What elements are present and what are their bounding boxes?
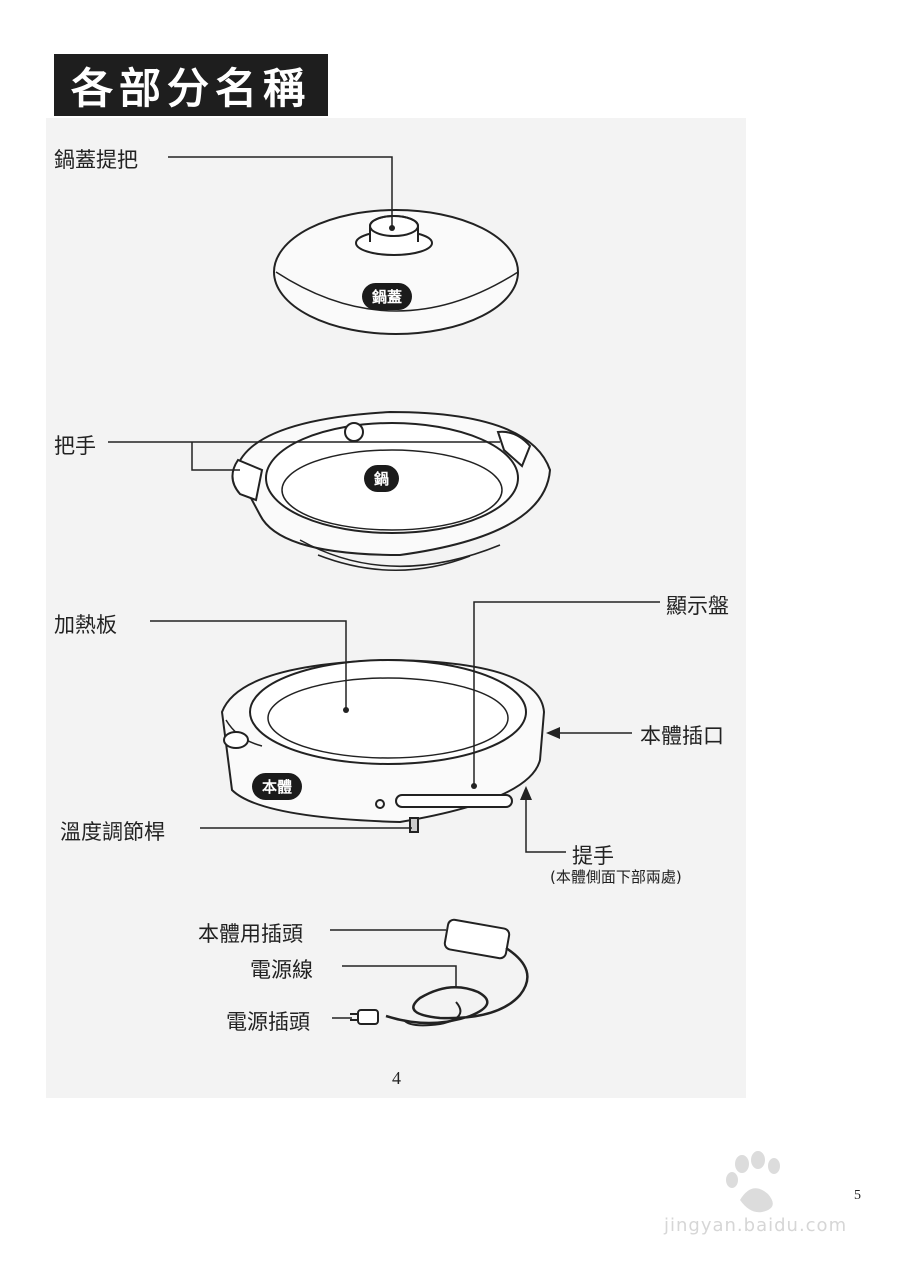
- label-display-panel: 顯示盤: [666, 594, 729, 618]
- label-lid-handle: 鍋蓋提把: [54, 148, 138, 172]
- carry-handle-arrow: [525, 792, 566, 853]
- lid-handle-leader: [168, 156, 393, 228]
- page-title-box: 各部分名稱: [54, 54, 328, 116]
- side-page-number: 5: [854, 1188, 861, 1203]
- page-number: 4: [392, 1068, 401, 1088]
- display-panel-leader: [473, 601, 660, 786]
- badge-lid: 鍋蓋: [362, 283, 413, 310]
- label-heating-plate: 加熱板: [54, 613, 117, 637]
- badge-pot: 鍋: [364, 465, 400, 492]
- baidu-jingyan-watermark-logo: [726, 1151, 780, 1213]
- badge-body: 本體: [252, 773, 303, 800]
- label-handle: 把手: [54, 434, 96, 458]
- heating-plate-leader: [150, 620, 347, 710]
- label-body-plug: 本體用插頭: [198, 922, 303, 946]
- label-power-plug: 電源插頭: [226, 1010, 310, 1034]
- label-carry-handle: 提手: [572, 844, 614, 868]
- label-temp-lever: 溫度調節桿: [60, 820, 165, 844]
- watermark-site: jingyan.baidu.com: [664, 1215, 848, 1236]
- lid-illustration: [273, 209, 519, 335]
- page-title: 各部分名稱: [70, 63, 311, 113]
- power-cord-illustration: [350, 918, 529, 1027]
- label-power-cord: 電源線: [250, 958, 313, 982]
- label-body-socket: 本體插口: [640, 724, 724, 748]
- body-illustration: [220, 658, 546, 833]
- power-cord-leader: [342, 965, 457, 988]
- pot-illustration: [231, 410, 552, 571]
- label-carry-handle-note: (本體側面下部兩處): [550, 868, 682, 886]
